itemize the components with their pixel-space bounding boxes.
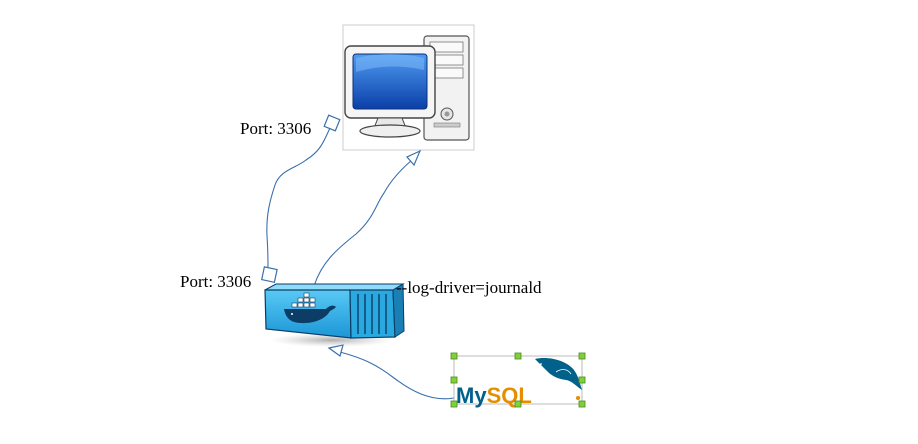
selection-handles[interactable] (450, 352, 586, 408)
log-driver-label: --log-driver=journald (396, 278, 542, 297)
resize-handle[interactable] (514, 400, 522, 408)
resize-handle[interactable] (450, 376, 458, 384)
arrowhead (406, 149, 422, 167)
docker-container-icon (264, 283, 405, 339)
computer-node[interactable] (342, 24, 475, 151)
svg-text:MySQL: MySQL (456, 383, 532, 408)
mysql-logo: MySQL (456, 358, 582, 408)
resize-handle[interactable] (578, 352, 586, 360)
resize-handle[interactable] (514, 352, 522, 360)
docker-whale-icon (284, 292, 336, 324)
edge-port-link[interactable] (260, 114, 341, 284)
desktop-computer-icon (344, 35, 470, 141)
edge-container-to-computer[interactable] (313, 149, 422, 287)
mysql-node[interactable]: MySQL (450, 352, 586, 408)
resize-handle[interactable] (450, 400, 458, 408)
resize-handle[interactable] (578, 376, 586, 384)
port-bottom-handle[interactable] (260, 266, 278, 284)
port-bottom-label: Port: 3306 (180, 272, 252, 291)
port-top-handle[interactable] (323, 114, 341, 132)
container-node[interactable] (264, 283, 405, 347)
port-top-label: Port: 3306 (240, 119, 312, 138)
resize-handle[interactable] (578, 400, 586, 408)
resize-handle[interactable] (450, 352, 458, 360)
edge-mysql-to-container[interactable] (327, 344, 455, 400)
